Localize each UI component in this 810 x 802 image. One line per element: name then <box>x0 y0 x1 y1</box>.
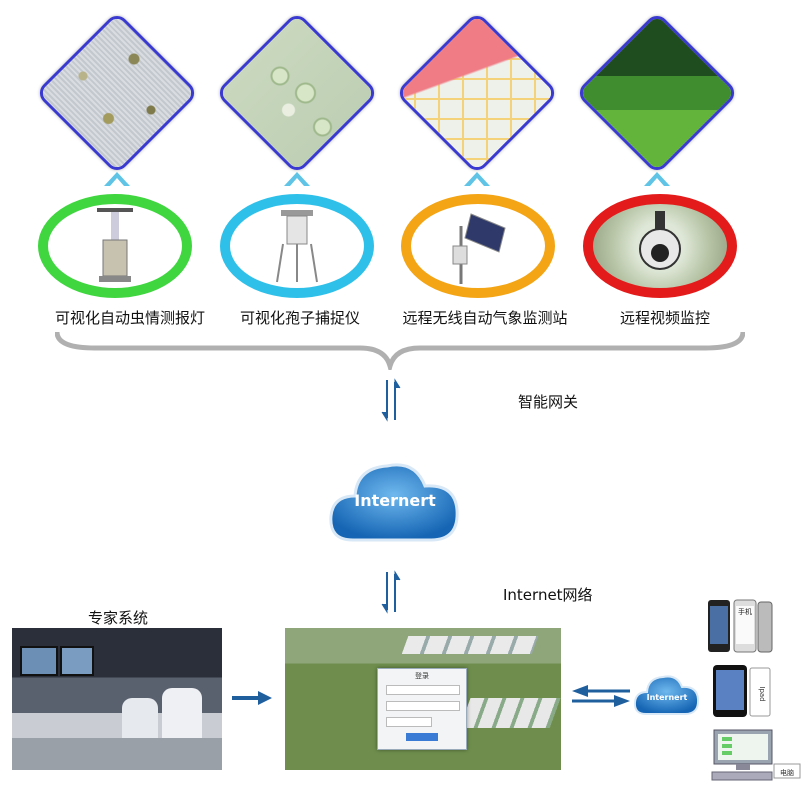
spore-trap-device-icon <box>276 210 318 283</box>
photo-spores-diamond <box>214 10 380 176</box>
login-button[interactable] <box>406 733 438 741</box>
sensor-label-insect-lamp: 可视化自动虫情测报灯 <box>54 309 205 327</box>
grouping-brace <box>55 331 745 370</box>
desktop-pc-icon: 电脑 <box>711 729 801 781</box>
ring-insect-lamp <box>38 194 192 298</box>
left-right-arrow-icon <box>572 685 630 707</box>
sensor-label-video: 远程视频监控 <box>619 309 710 327</box>
login-password-field[interactable] <box>386 701 460 711</box>
smartphone-icon: 手机 <box>708 599 773 653</box>
cloud-text: Internert <box>354 491 436 510</box>
login-username-field[interactable] <box>386 685 460 695</box>
expert-room-photo <box>12 628 222 770</box>
phone-text: 手机 <box>738 607 752 616</box>
photo-insects-diamond <box>34 10 200 176</box>
expert-label: 专家系统 <box>88 609 149 627</box>
double-arrow-icon <box>381 378 401 422</box>
photo-map-diamond <box>394 10 560 176</box>
login-panel: 登录 <box>377 668 467 750</box>
insect-lamp-device-icon <box>97 208 133 282</box>
up-arrow-icon <box>644 172 670 186</box>
tablet-text: Ipad <box>758 686 766 701</box>
right-arrow-icon <box>232 691 272 705</box>
ring-weather-station <box>401 194 555 298</box>
tablet-icon: Ipad <box>713 665 771 717</box>
network-label: Internet网络 <box>503 586 593 604</box>
cloud-icon: Internert <box>329 463 459 542</box>
photo-grass-diamond <box>574 10 740 176</box>
sensor-label-weather-station: 远程无线自动气象监测站 <box>402 309 568 327</box>
ring-video-camera <box>583 194 737 298</box>
cloud-icon: Internert <box>633 675 700 715</box>
platform-screenshot: 登录 <box>285 628 561 770</box>
gateway-label: 智能网关 <box>518 393 579 411</box>
login-header: 登录 <box>415 672 429 680</box>
dome-camera-icon <box>639 211 681 270</box>
double-arrow-icon <box>381 570 401 614</box>
login-captcha-field[interactable] <box>386 717 432 727</box>
sensor-label-spore-trap: 可视化孢子捕捉仪 <box>239 309 360 327</box>
up-arrow-icon <box>284 172 310 186</box>
ring-spore-trap <box>220 194 374 298</box>
weather-station-device-icon <box>452 213 506 284</box>
up-arrow-icon <box>464 172 490 186</box>
up-arrow-icon <box>104 172 130 186</box>
pc-text: 电脑 <box>780 768 794 777</box>
small-cloud-text: Internert <box>647 693 688 702</box>
